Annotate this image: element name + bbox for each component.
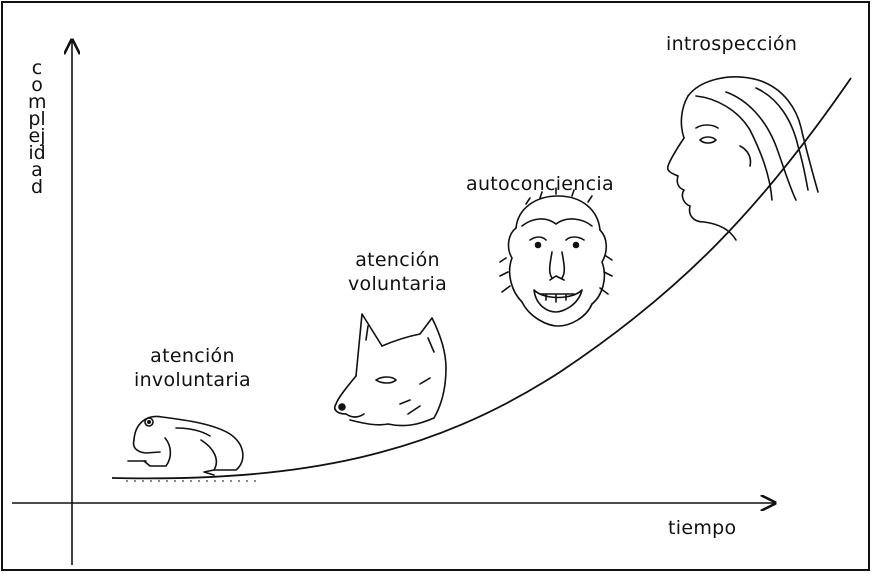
complexity-curve — [111, 77, 852, 480]
stage-label-voluntary: atención voluntaria — [348, 248, 447, 296]
human-head-icon — [666, 76, 819, 241]
stage-label-involuntary: atención involuntaria — [134, 344, 251, 392]
chimpanzee-icon — [499, 187, 613, 327]
stage-label-line: atención — [150, 345, 235, 367]
stage-label-line: autoconciencia — [466, 173, 614, 195]
stage-label-line: introspección — [666, 33, 798, 55]
stage-label-introspection: introspección — [666, 32, 797, 56]
frog-icon — [127, 415, 244, 476]
stage-label-self-awareness: autoconciencia — [466, 172, 614, 196]
x-axis-label: tiempo — [668, 517, 737, 539]
stage-label-line: voluntaria — [348, 273, 448, 295]
wolf-icon — [333, 313, 447, 427]
y-axis-label: complejidad — [28, 57, 47, 198]
stage-label-line: involuntaria — [134, 369, 251, 391]
stage-label-line: atención — [355, 249, 440, 271]
